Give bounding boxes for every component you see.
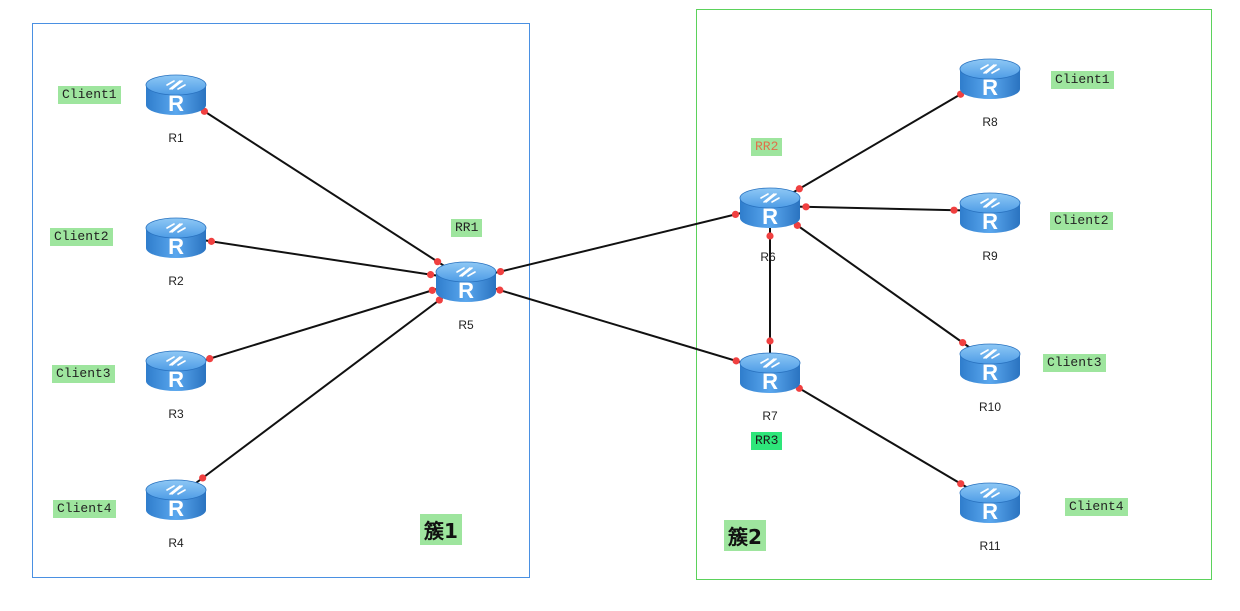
port-dot-r3 [206, 355, 214, 363]
role-tag-r6: RR2 [751, 138, 783, 156]
router-icon[interactable] [145, 74, 207, 117]
link-r5-r6 [465, 205, 771, 281]
router-label-r9: R9 [982, 249, 998, 263]
links-layer [175, 76, 991, 502]
port-dot-r5 [496, 267, 505, 276]
role-tag-r5: RR1 [451, 219, 483, 237]
router-icon[interactable] [145, 217, 207, 260]
cluster-2-title: 簇2 [724, 520, 766, 551]
role-tag-r8: Client1 [1051, 71, 1114, 89]
cluster-2-box [696, 9, 1212, 580]
role-tag-r3: Client3 [52, 365, 115, 383]
port-dot-r5 [428, 286, 436, 294]
link-r6-r8 [769, 76, 991, 207]
role-tag-r2: Client2 [50, 228, 113, 246]
port-dot-r9 [950, 206, 958, 214]
port-dot-r7 [732, 357, 740, 365]
router-label-r10: R10 [978, 400, 1001, 414]
port-dot-r6 [766, 232, 774, 240]
router-label-r7: R7 [762, 409, 778, 423]
role-tag-r9: Client2 [1050, 212, 1113, 230]
port-dot-r6 [793, 221, 801, 229]
router-icon[interactable] [739, 187, 801, 230]
router-label-r6: R6 [760, 250, 776, 264]
link-r4-r5 [175, 279, 467, 499]
port-dot-r2 [207, 237, 216, 245]
router-icon[interactable] [145, 479, 207, 522]
router-label-r3: R3 [168, 407, 184, 421]
link-r5-r7 [465, 279, 771, 372]
port-dots-layer [199, 90, 967, 488]
router-label-r5: R5 [458, 318, 474, 332]
router-icon[interactable] [959, 192, 1021, 235]
port-dot-r5 [496, 286, 504, 294]
role-tag-r1: Client1 [58, 86, 121, 104]
role-tag-r11: Client4 [1065, 498, 1128, 516]
router-label-r11: R11 [979, 539, 1001, 553]
port-dot-r5 [435, 296, 443, 304]
cluster-1-box [32, 23, 530, 578]
port-dot-r6 [731, 210, 740, 219]
router-icon[interactable] [959, 482, 1021, 525]
link-r6-r10 [769, 205, 991, 363]
port-dot-r4 [199, 474, 207, 482]
link-r2-r5 [175, 235, 467, 281]
router-icon[interactable] [739, 352, 801, 395]
router-icon[interactable] [145, 350, 207, 393]
port-dot-r11 [957, 480, 965, 488]
port-dot-r7 [766, 337, 774, 345]
port-dot-r6 [795, 185, 803, 193]
router-label-r8: R8 [982, 115, 998, 129]
link-r7-r11 [769, 370, 991, 502]
router-label-r1: R1 [168, 131, 184, 145]
role-tag-r7: RR3 [751, 432, 783, 450]
port-dot-r6 [802, 203, 810, 211]
router-icon[interactable] [959, 58, 1021, 101]
cluster-1-title: 簇1 [420, 514, 462, 545]
router-icon[interactable] [959, 343, 1021, 386]
role-tag-r4: Client4 [53, 500, 116, 518]
port-dot-r5 [426, 271, 435, 279]
router-label-r2: R2 [168, 274, 184, 288]
role-tag-r10: Client3 [1043, 354, 1106, 372]
port-dot-r5 [434, 258, 442, 266]
router-label-r4: R4 [168, 536, 184, 550]
link-r3-r5 [175, 279, 467, 370]
port-dot-r10 [959, 339, 967, 347]
link-r1-r5 [175, 92, 467, 281]
router-icon[interactable] [435, 261, 497, 304]
